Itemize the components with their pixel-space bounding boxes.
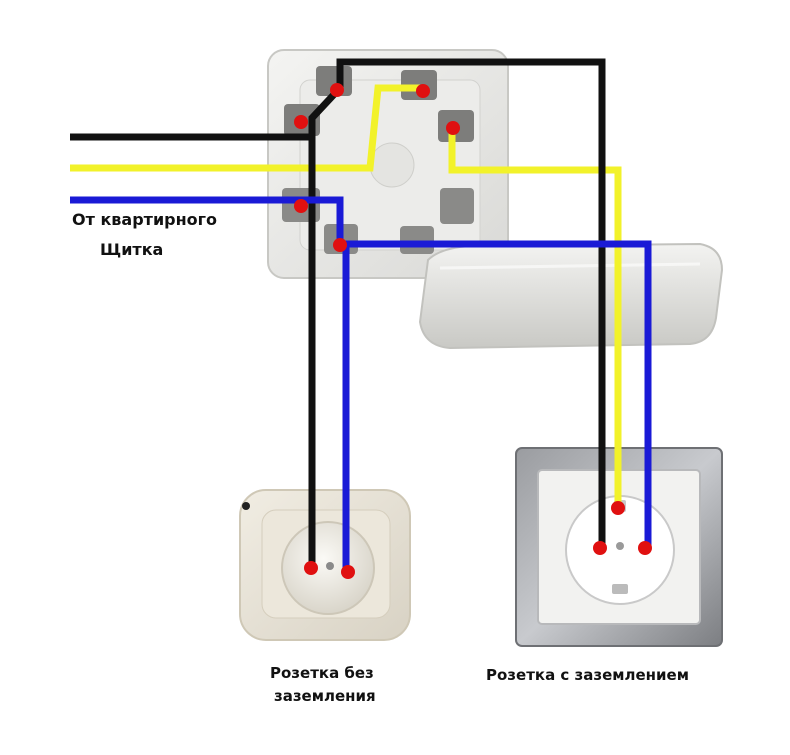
terminal-point (416, 84, 430, 98)
socket-without-ground (239, 489, 411, 641)
socket-with-ground (515, 447, 723, 647)
socket-with-ground-label: Розетка с заземлением (486, 666, 689, 684)
terminal-block (440, 188, 474, 224)
terminal-point (446, 121, 460, 135)
terminal-point (294, 115, 308, 129)
terminal-point (294, 199, 308, 213)
terminal-point (611, 501, 625, 515)
ground-wire (70, 84, 622, 510)
terminal-points (294, 83, 652, 579)
socket-without-ground-label-line2: заземления (274, 687, 376, 705)
terminal-point (638, 541, 652, 555)
source-label-line2: Щитка (100, 240, 164, 259)
phase-wire (70, 58, 606, 568)
terminal-point (333, 238, 347, 252)
source-label-line1: От квартирного (72, 210, 218, 229)
terminal-point (593, 541, 607, 555)
terminal-point (304, 561, 318, 575)
terminal-point (330, 83, 344, 97)
terminal-block (400, 226, 434, 254)
junction-box-lid (418, 242, 724, 350)
terminal-point (341, 565, 355, 579)
socket-without-ground-label-line1: Розетка без (270, 664, 374, 682)
